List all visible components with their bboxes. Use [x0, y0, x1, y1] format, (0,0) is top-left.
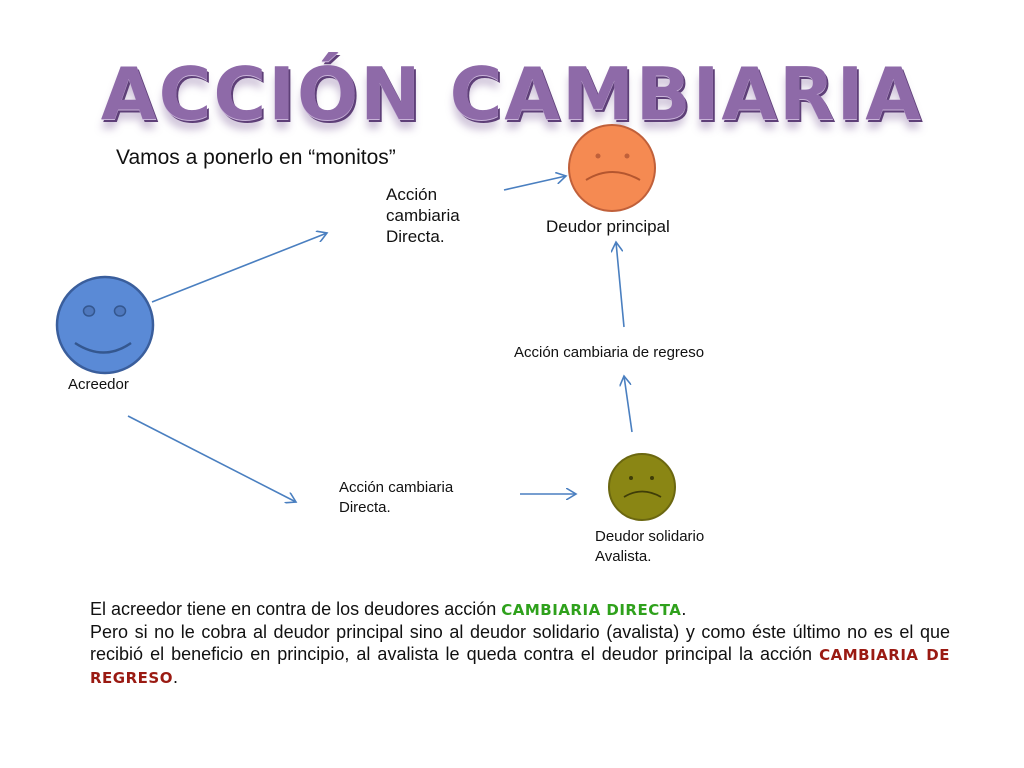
- subtitle: Vamos a ponerlo en “monitos”: [116, 146, 396, 169]
- deudor-solidario-label: Deudor solidario Avalista.: [595, 527, 704, 567]
- explanation-text-2: Pero si no le cobra al deudor principal …: [90, 622, 950, 664]
- arrow-regreso-to-deudor-principal: [616, 242, 625, 328]
- acreedor-face-icon: [55, 275, 155, 375]
- deudor-principal-face-icon: [568, 124, 656, 212]
- deudor-solidario-label-line1: Deudor solidario: [595, 528, 705, 545]
- deudor-solidario-face-icon: [608, 453, 676, 521]
- explanation-end-1: .: [681, 599, 687, 619]
- explanation-text-1: El acreedor tiene en contra de los deudo…: [90, 599, 502, 619]
- edge-label-directa-bottom: Acción cambiaria Directa.: [339, 478, 453, 518]
- slide-title: ACCIÓN CAMBIARIA: [100, 52, 924, 136]
- acreedor-label: Acreedor: [68, 376, 129, 393]
- deudor-principal-label: Deudor principal: [546, 217, 670, 236]
- deudor-solidario-label-line2: Avalista.: [595, 548, 652, 565]
- edge-label-directa-top-line1: Acción: [386, 185, 438, 204]
- explanation-line-1: El acreedor tiene en contra de los deudo…: [90, 598, 950, 621]
- arrow-directa-top-to-deudor-principal: [503, 176, 566, 191]
- explanation-paragraph: El acreedor tiene en contra de los deudo…: [90, 598, 950, 689]
- highlight-cambiaria-directa: CAMBIARIA DIRECTA: [501, 601, 682, 619]
- arrow-acreedor-to-directa-bottom: [127, 415, 296, 502]
- edge-label-directa-top-line2: cambiaria: [386, 206, 460, 225]
- arrow-acreedor-to-directa-top: [151, 233, 327, 303]
- edge-label-directa-top-line3: Directa.: [386, 227, 445, 246]
- edge-label-directa-bottom-line2: Directa.: [339, 499, 391, 516]
- explanation-line-2: Pero si no le cobra al deudor principal …: [90, 621, 950, 689]
- edge-label-regreso: Acción cambiaria de regreso: [514, 344, 705, 361]
- edge-label-directa-bottom-line1: Acción cambiaria: [339, 479, 454, 496]
- edge-label-directa-top: Acción cambiaria Directa.: [386, 184, 460, 247]
- arrow-solidario-to-regreso: [624, 376, 633, 433]
- highlight-cambiaria-de-regreso: CAMBIARIA DE REGRESO: [90, 646, 950, 687]
- explanation-end-2: .: [172, 667, 178, 687]
